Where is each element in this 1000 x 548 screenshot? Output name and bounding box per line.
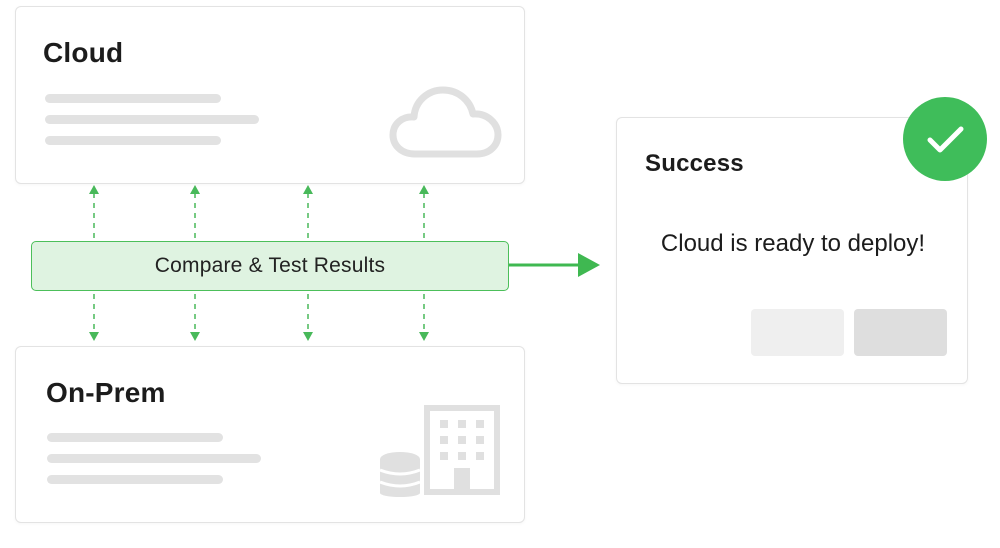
placeholder-line <box>45 94 221 103</box>
success-card: Success Cloud is ready to deploy! <box>616 117 968 384</box>
arrow-to-success <box>509 253 600 277</box>
dashed-arrows-up <box>93 194 425 238</box>
placeholder-line <box>47 454 261 463</box>
placeholder-line <box>45 115 259 124</box>
checkmark-icon <box>927 126 964 153</box>
success-title: Success <box>645 150 744 177</box>
placeholder-line <box>47 433 223 442</box>
cloud-title: Cloud <box>43 37 124 68</box>
compare-test-results-box: Compare & Test Results <box>31 241 509 291</box>
dashed-arrows-down <box>93 294 425 332</box>
database-icon <box>379 452 421 497</box>
success-message: Cloud is ready to deploy! <box>660 230 926 257</box>
secondary-button[interactable] <box>751 309 844 356</box>
placeholder-line <box>47 475 223 484</box>
on-prem-card: On-Prem <box>15 346 525 523</box>
arrowheads <box>89 185 429 341</box>
cloud-card: Cloud <box>15 6 525 184</box>
compare-label: Compare & Test Results <box>154 254 386 277</box>
primary-button[interactable] <box>854 309 947 356</box>
building-icon <box>424 405 500 495</box>
placeholder-line <box>45 136 221 145</box>
success-badge <box>903 97 987 181</box>
on-prem-title: On-Prem <box>46 377 166 408</box>
cloud-icon <box>389 86 502 158</box>
